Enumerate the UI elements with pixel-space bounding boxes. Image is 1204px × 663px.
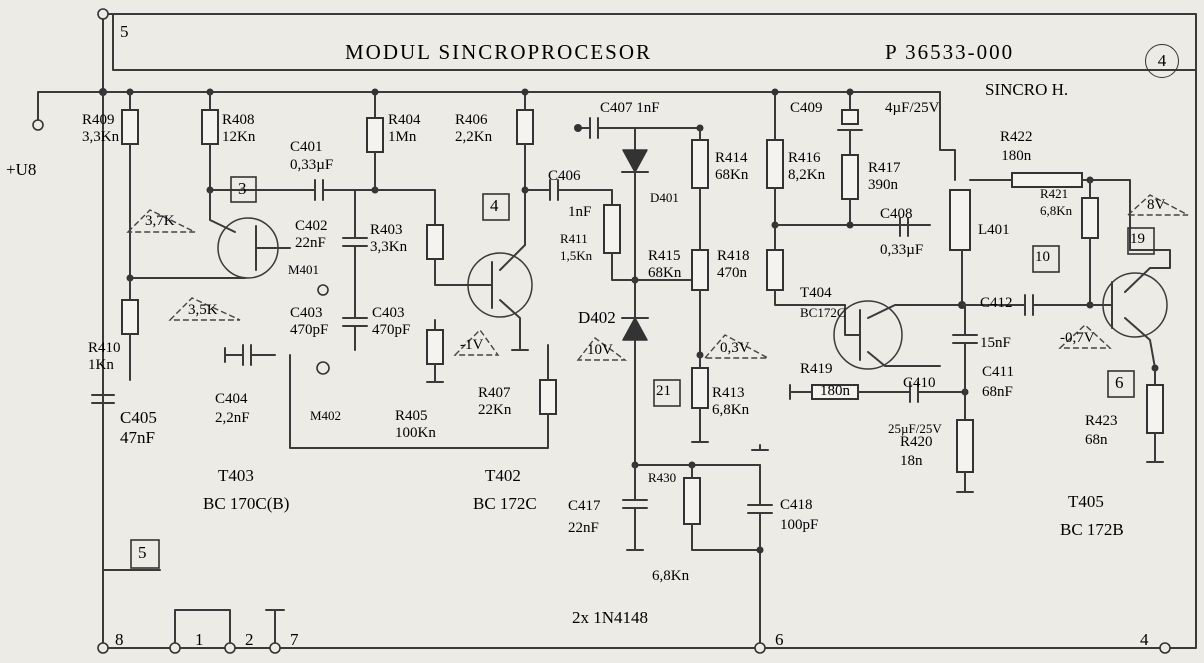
connector-pin-4: 4 — [1140, 630, 1149, 649]
test-point-3: 3 — [238, 179, 247, 198]
test-point-boxes — [130, 176, 1155, 569]
t404-bias — [766, 88, 931, 306]
diodes-note: 2x 1N4148 — [572, 608, 649, 627]
sheet-number: 4 — [1145, 44, 1179, 78]
c401-c402 — [299, 88, 444, 375]
d402-label: D402 — [578, 308, 616, 327]
output-stage — [939, 91, 1171, 463]
c407-label: C407 1nF — [600, 100, 660, 116]
r430-value: 6,8Kn — [652, 568, 690, 584]
d401-label: D401 — [650, 190, 679, 205]
page-title: MODUL SINCROPROCESOR — [345, 40, 653, 64]
voltage-t403-base: 3,7K — [145, 213, 175, 229]
c404-symbol — [224, 344, 276, 366]
voltage-t402: -1V — [460, 337, 484, 353]
voltage-d402: 10V — [587, 342, 613, 358]
c409-value: 4µF/25V — [885, 100, 940, 116]
diode-stage — [574, 117, 761, 469]
connector-pin-6: 6 — [775, 630, 784, 649]
connector-pin-8: 8 — [115, 630, 124, 649]
t402-stage — [289, 88, 613, 449]
voltage-markers — [126, 194, 1189, 361]
m402-label: M402 — [310, 408, 342, 423]
test-point-19: 19 — [1130, 231, 1145, 247]
connector-pin-7: 7 — [290, 630, 299, 649]
c409-label: C409 — [790, 100, 823, 116]
t404-stage — [789, 300, 978, 493]
voltage-t405-collector: 8V — [1147, 197, 1166, 213]
connector-pin-2: 2 — [245, 630, 254, 649]
ground-ticks — [224, 344, 1164, 551]
voltage-r413: 0,3V — [720, 340, 750, 356]
l401-label: L401 — [978, 222, 1010, 238]
connector-strip — [97, 8, 1171, 654]
voltage-t403-emitter: 3,5K — [188, 302, 218, 318]
test-point-4: 4 — [490, 196, 499, 215]
test-point-21: 21 — [656, 383, 671, 399]
connector-pin-1: 1 — [195, 630, 204, 649]
voltage-t405-base: -0,7V — [1060, 330, 1095, 346]
m401-label: M401 — [288, 262, 320, 277]
t403-stage — [102, 88, 301, 411]
test-point-5: 5 — [138, 543, 147, 562]
filter-stage — [622, 461, 773, 649]
subtitle: SINCRO H. — [985, 80, 1069, 99]
r430-label: R430 — [648, 470, 677, 485]
c405-symbol — [91, 394, 115, 404]
part-number: P 36533-000 — [885, 40, 1015, 64]
test-point-6: 6 — [1115, 373, 1124, 392]
supply-label: +U8 — [6, 160, 37, 179]
test-point-10: 10 — [1035, 249, 1050, 265]
corner-pin-label: 5 — [120, 22, 129, 41]
